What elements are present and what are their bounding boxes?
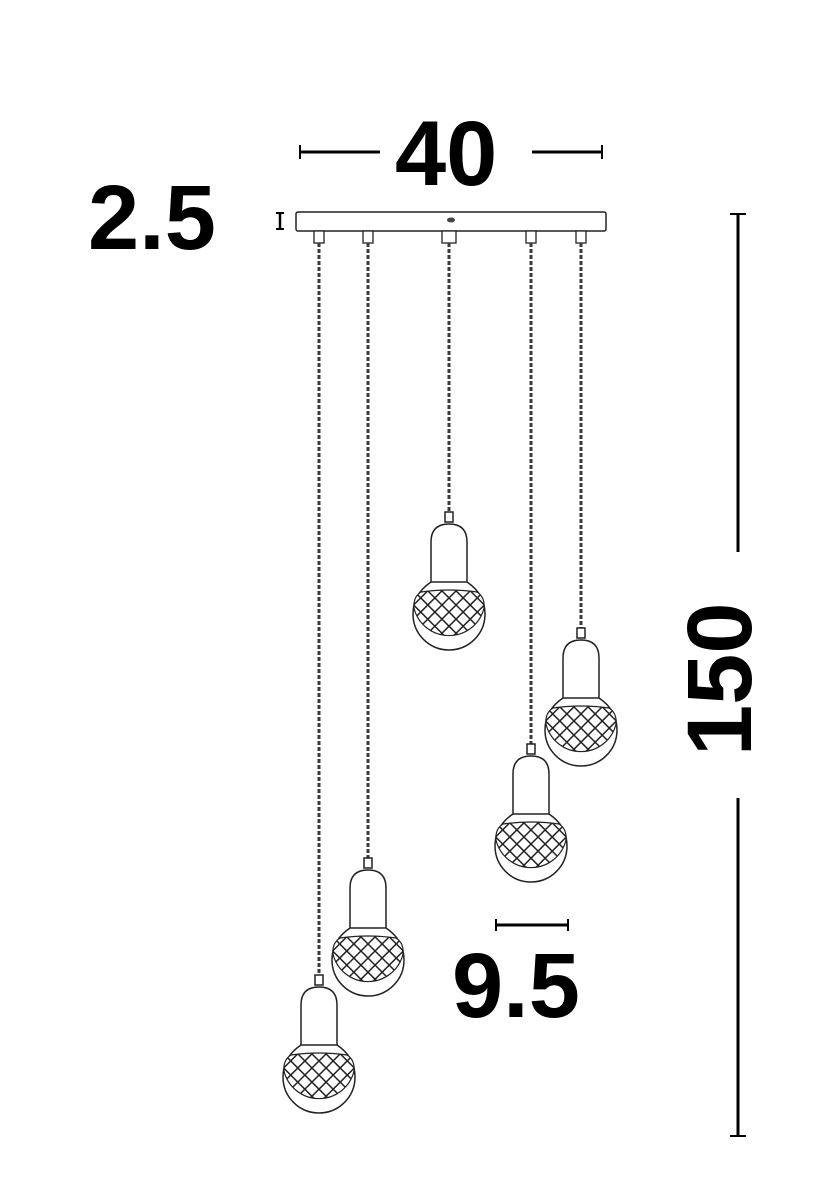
total-height-label: 150	[669, 602, 771, 757]
cables	[317, 243, 583, 975]
canopy-height-label: 2.5	[88, 167, 216, 269]
shade-diameter-dimension	[495, 919, 569, 931]
pendant-4	[494, 743, 568, 883]
ceiling-canopy	[295, 211, 607, 244]
pendant-1	[282, 974, 356, 1114]
shade-diameter-label: 9.5	[452, 935, 580, 1037]
total-height-dimension	[730, 213, 746, 1137]
pendant-2	[331, 857, 405, 997]
pendant-5	[544, 627, 618, 767]
width-label: 40	[395, 103, 498, 205]
canopy-height-marker	[276, 212, 284, 230]
pendant-3	[412, 511, 486, 651]
width-dimension	[299, 145, 603, 159]
